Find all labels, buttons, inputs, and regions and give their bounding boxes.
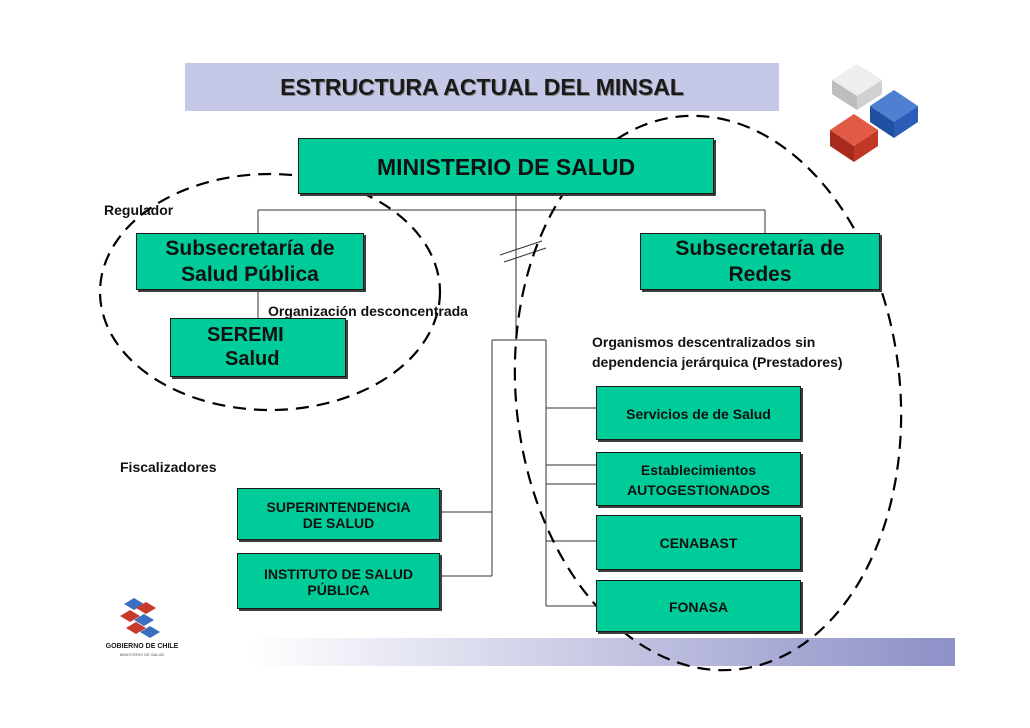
superintendencia-node: SUPERINTENDENCIA DE SALUD xyxy=(237,488,440,540)
servicios-node: Servicios de de Salud xyxy=(596,386,801,440)
organizacion-desconcentrada-label: Organización desconcentrada xyxy=(268,303,468,319)
gobierno-chile-logo-icon xyxy=(120,598,160,638)
instituto-line2: PÚBLICA xyxy=(307,582,370,598)
servicios-label: Servicios de de Salud xyxy=(626,406,771,422)
subsecretaria-salud-publica-line1: Subsecretaría de xyxy=(165,237,335,260)
cenabast-node: CENABAST xyxy=(596,515,801,570)
cubes-logo-icon xyxy=(830,64,918,162)
subsecretaria-redes-node: Subsecretaría de Redes xyxy=(640,233,880,290)
footer-band xyxy=(75,638,955,666)
organismos-descentralizados-line1: Organismos descentralizados sin xyxy=(592,334,816,350)
organismos-descentralizados-line2: dependencia jerárquica (Prestadores) xyxy=(592,354,843,370)
fonasa-label: FONASA xyxy=(668,599,729,615)
establecimientos-line2: AUTOGESTIONADOS xyxy=(627,482,770,498)
cenabast-label: CENABAST xyxy=(659,535,738,551)
instituto-node: INSTITUTO DE SALUD PÚBLICA xyxy=(237,553,440,609)
ministerio-label: MINISTERIO DE SALUD xyxy=(376,154,636,180)
instituto-line1: INSTITUTO DE SALUD xyxy=(263,566,414,582)
establecimientos-node: Establecimientos AUTOGESTIONADOS xyxy=(596,452,801,506)
subsecretaria-salud-publica-node: Subsecretaría de Salud Pública xyxy=(136,233,364,290)
fiscalizadores-label: Fiscalizadores xyxy=(120,459,217,475)
regulador-label: Regulador xyxy=(104,202,174,218)
logo-subtext: MINISTERIO DE SALUD xyxy=(119,652,165,657)
seremi-line2: Salud xyxy=(225,348,280,370)
page-title: ESTRUCTURA ACTUAL DEL MINSAL xyxy=(280,74,684,100)
logo-name: GOBIERNO DE CHILE xyxy=(105,643,179,650)
establecimientos-line1: Establecimientos xyxy=(640,462,757,478)
seremi-node: SEREMI Salud xyxy=(170,318,346,377)
subsecretaria-salud-publica-line2: Salud Pública xyxy=(181,263,319,286)
subsecretaria-redes-line1: Subsecretaría de xyxy=(675,237,845,260)
superintendencia-line1: SUPERINTENDENCIA xyxy=(266,499,411,515)
title-band xyxy=(185,63,779,111)
subsecretaria-redes-line2: Redes xyxy=(728,263,792,286)
seremi-line1: SEREMI xyxy=(207,324,284,346)
ministerio-node: MINISTERIO DE SALUD xyxy=(298,138,714,194)
superintendencia-line2: DE SALUD xyxy=(302,515,375,531)
fonasa-node: FONASA xyxy=(596,580,801,632)
